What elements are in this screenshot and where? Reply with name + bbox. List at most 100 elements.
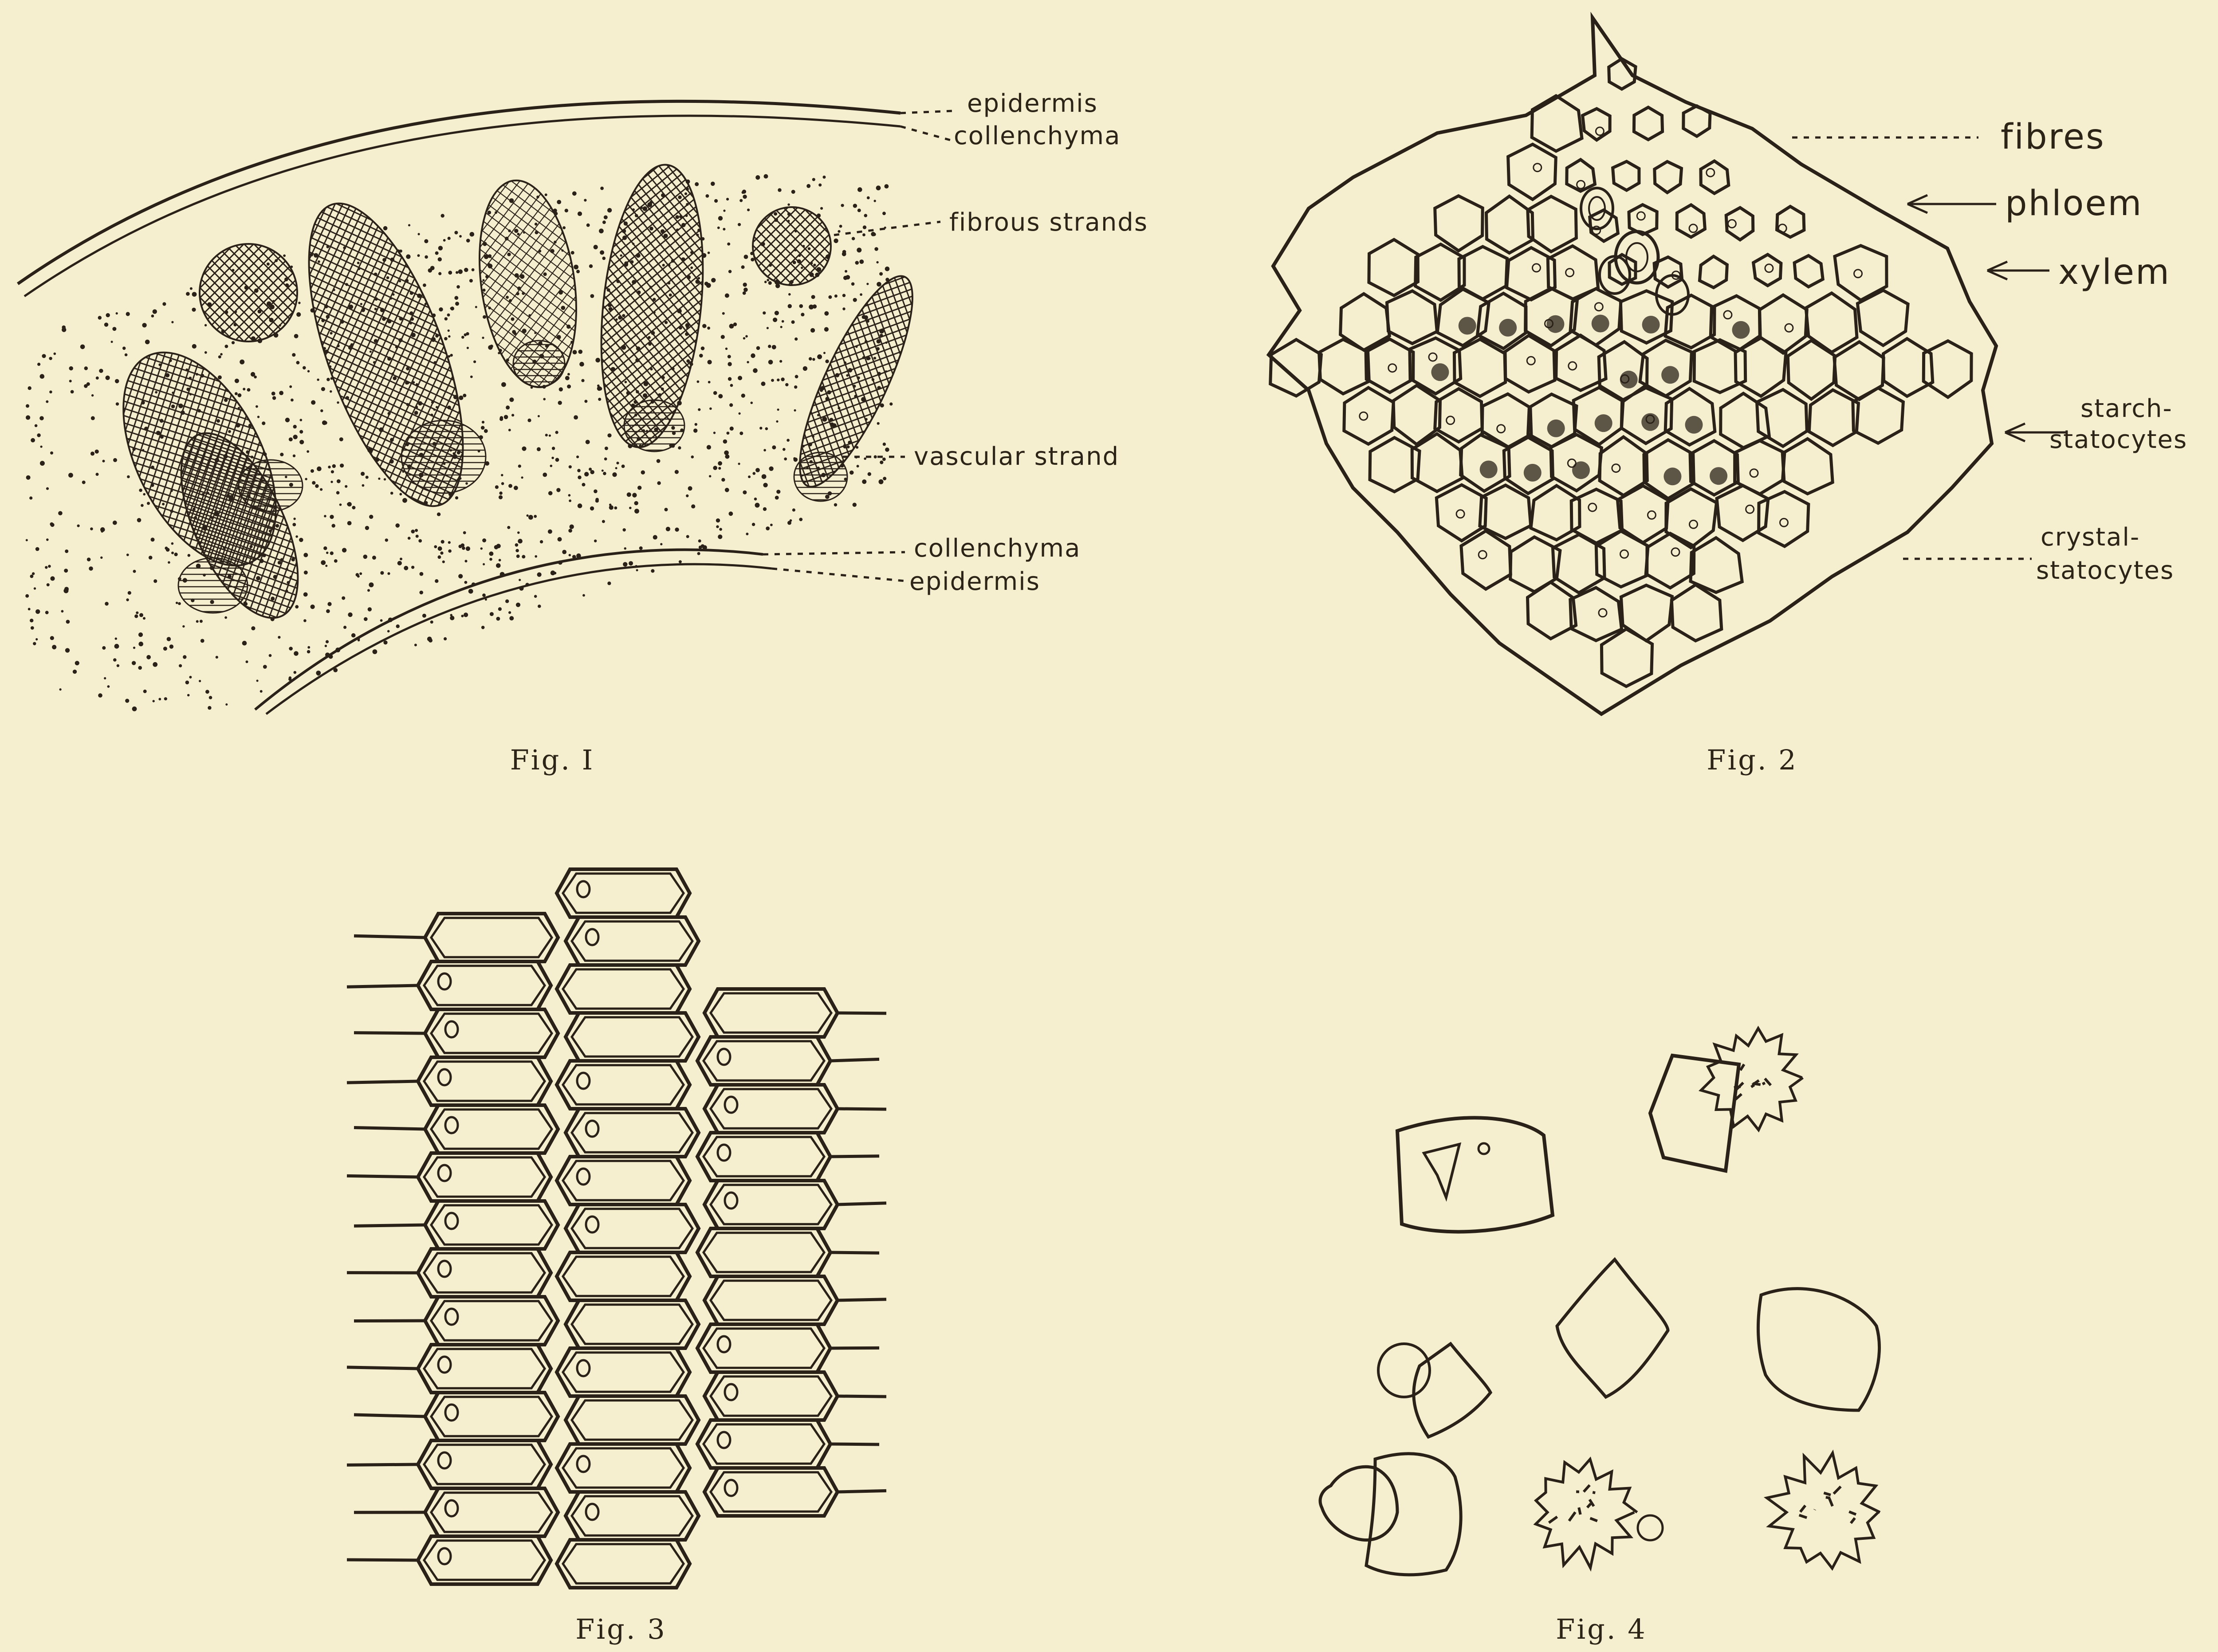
stipple-dot <box>216 656 218 659</box>
stipple-dot <box>454 296 458 300</box>
stipple-dot <box>183 655 186 659</box>
stipple-dot <box>794 337 798 341</box>
elongated-cell <box>566 1109 699 1157</box>
stipple-dot <box>303 553 308 557</box>
starch-grains <box>1732 321 1750 339</box>
stipple-dot <box>834 294 838 298</box>
cell-nucleus <box>586 929 598 945</box>
stipple-dot <box>718 467 721 470</box>
elongated-cell <box>425 1009 558 1057</box>
stipple-dot <box>111 341 113 343</box>
stipple-dot <box>311 604 315 609</box>
starch-grains <box>1642 316 1660 334</box>
stipple-dot <box>698 539 701 542</box>
stipple-dot <box>764 281 767 283</box>
stipple-dot <box>711 278 716 283</box>
figure-1-stem-section: epidermis collenchyma fibrous strands va… <box>18 89 1148 776</box>
stipple-dot <box>186 292 190 296</box>
stipple-dot <box>713 391 717 395</box>
stipple-dot <box>728 355 731 358</box>
stipple-dot <box>707 445 711 449</box>
stipple-dot <box>330 481 333 483</box>
stipple-dot <box>337 401 339 404</box>
cell-nucleus <box>725 1384 737 1400</box>
elongated-cell <box>418 1153 551 1201</box>
parenchyma-cell <box>1721 393 1770 448</box>
stipple-dot <box>45 566 47 569</box>
parenchyma-cell <box>1754 255 1781 286</box>
stipple-dot <box>743 283 747 286</box>
stipple-dot <box>573 350 577 354</box>
stipple-dot <box>842 294 846 297</box>
stipple-dot <box>31 438 35 443</box>
stipple-dot <box>348 612 352 617</box>
stipple-dot <box>51 523 55 527</box>
stipple-dot <box>778 188 781 192</box>
stipple-dot <box>45 611 49 614</box>
stipple-dot <box>365 526 369 530</box>
starch-grains <box>1592 315 1609 333</box>
stipple-dot <box>372 556 376 560</box>
parenchyma-cell <box>1528 196 1577 252</box>
stipple-dot <box>364 617 368 621</box>
stipple-dot <box>695 423 697 426</box>
stipple-dot <box>714 199 718 203</box>
cell-nucleus <box>1596 127 1604 135</box>
cell-wall-stub <box>354 1225 425 1226</box>
stipple-dot <box>424 239 428 243</box>
stipple-dot <box>459 396 463 400</box>
cell-nucleus <box>1765 264 1773 272</box>
stipple-dot <box>499 495 503 499</box>
stipple-dot <box>330 390 332 392</box>
cell-wall-stub <box>347 1081 418 1083</box>
stipple-dot <box>458 574 463 578</box>
elongated-cell <box>704 1276 838 1324</box>
stipple-dot <box>717 227 720 229</box>
stipple-dot <box>262 421 265 425</box>
stipple-dot <box>741 394 745 398</box>
elongated-cell <box>697 1420 830 1468</box>
stipple-dot <box>738 376 742 380</box>
stipple-dot <box>697 552 700 555</box>
elongated-cell <box>557 869 690 917</box>
stipple-dot <box>138 632 143 637</box>
figure-2-bundle-detail: fibres phloem xylem starch- statocytes c… <box>1269 18 2187 776</box>
stipple-dot <box>675 470 679 474</box>
stipple-dot <box>126 553 129 556</box>
stipple-dot <box>209 696 212 699</box>
elongated-cell <box>424 1349 545 1388</box>
stipple-dot <box>296 361 300 365</box>
stipple-dot <box>158 698 161 701</box>
elongated-cell <box>557 1061 690 1109</box>
stipple-dot <box>594 540 597 542</box>
stipple-dot <box>105 602 109 606</box>
stipple-dot <box>35 424 38 428</box>
starch-grains <box>1431 363 1449 381</box>
stipple-dot <box>508 484 512 488</box>
stipple-dot <box>871 232 875 236</box>
stipple-dot <box>162 302 166 306</box>
stipple-dot <box>879 479 884 484</box>
stipple-dot <box>543 398 546 400</box>
cell-nucleus <box>725 1193 737 1209</box>
stipple-dot <box>272 396 276 400</box>
cell-nucleus <box>577 1360 590 1376</box>
stipple-dot <box>653 535 657 539</box>
stipple-dot <box>754 498 757 501</box>
crystal-rhombus-center <box>1557 1260 1668 1397</box>
parenchyma-cell <box>1759 295 1807 353</box>
stipple-dot <box>537 447 541 451</box>
cell-wall-stub <box>838 1491 886 1492</box>
stipple-dot <box>572 555 576 559</box>
cell-nucleus <box>1497 425 1505 433</box>
stipple-dot <box>496 617 500 621</box>
stipple-dot <box>518 539 523 544</box>
parenchyma-cell <box>1567 160 1595 191</box>
parenchyma-cell <box>1319 339 1369 394</box>
stipple-dot <box>801 313 804 316</box>
elongated-cell <box>418 1249 551 1297</box>
elongated-cell <box>557 965 690 1013</box>
stipple-dot <box>876 261 878 263</box>
stipple-dot <box>307 650 311 654</box>
stipple-dot <box>336 491 340 494</box>
